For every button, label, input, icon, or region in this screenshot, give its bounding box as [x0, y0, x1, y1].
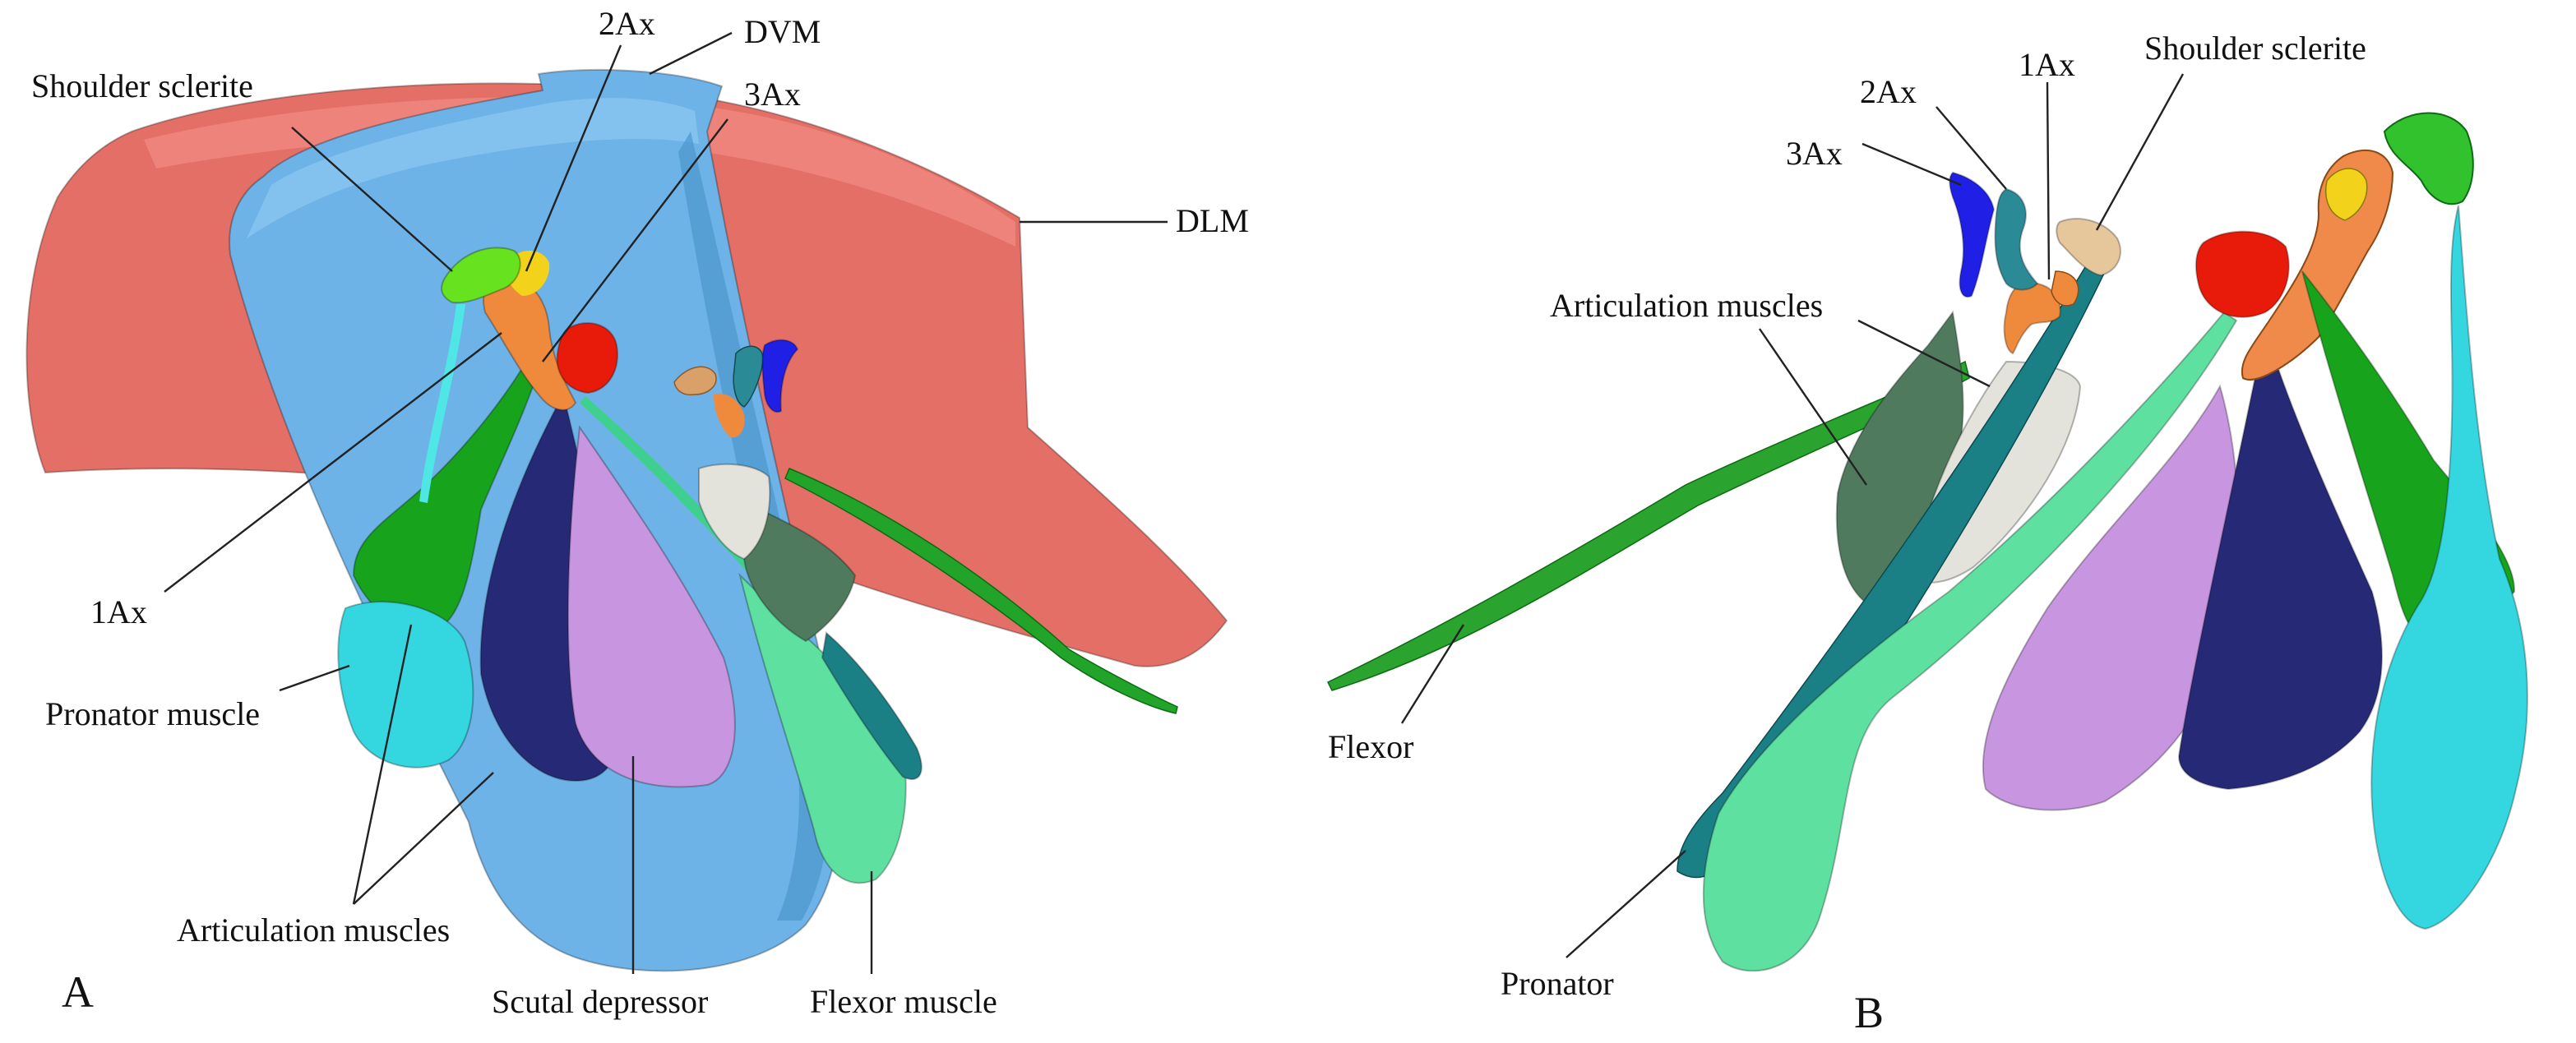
shoulder-sclerite-tendon	[419, 304, 465, 503]
shoulder-sclerite	[441, 247, 521, 304]
label-flexor-muscle-a: Flexor muscle	[810, 983, 997, 1020]
label-dvm-a: DVM	[744, 13, 821, 50]
2ax-sclerite-b	[1994, 187, 2039, 291]
label-shoulder-sclerite-a: Shoulder sclerite	[31, 67, 253, 104]
pronator-muscle	[337, 601, 474, 768]
1ax-sclerite	[483, 277, 577, 411]
leader-2ax-b	[1935, 106, 2007, 190]
yellow-sclerite-b	[2325, 168, 2368, 221]
green-sclerite-b	[2383, 112, 2474, 205]
leader-flexor-b	[1400, 624, 1465, 724]
label-2ax-b: 2Ax	[1860, 73, 1917, 110]
label-pronator-muscle-a: Pronator muscle	[45, 695, 260, 732]
panel-letter-a: A	[62, 967, 94, 1017]
label-articulation-muscles-a: Articulation muscles	[177, 911, 450, 948]
label-articulation-muscles-b: Articulation muscles	[1550, 287, 1823, 324]
shoulder-sclerite-b	[2056, 218, 2121, 277]
scutal-depressor-muscle-b	[2177, 328, 2383, 791]
leader-1ax-b	[2046, 81, 2051, 280]
3ax-sclerite-b	[1949, 171, 1996, 298]
small-sclerite-orange	[714, 393, 745, 438]
label-1ax-b: 1Ax	[2019, 46, 2075, 83]
leader-shoulder-sclerite-a	[291, 127, 453, 272]
panel-b: 3Ax 2Ax 1Ax Shoulder sclerite Articulati…	[1326, 30, 2528, 1037]
pronator-tendon-b	[1676, 254, 2110, 879]
label-2ax-a: 2Ax	[599, 5, 655, 42]
leader-pronator-muscle-a	[279, 664, 350, 692]
label-3ax-a: 3Ax	[744, 76, 801, 113]
3ax-sclerite	[761, 339, 799, 413]
label-dlm-a: DLM	[1176, 202, 1249, 239]
leader-2ax-a	[525, 44, 622, 272]
label-shoulder-sclerite-b: Shoulder sclerite	[2144, 30, 2366, 67]
leader-articulation-muscles-a-2	[353, 772, 494, 905]
small-sclerite-tan	[673, 366, 717, 396]
flexor-thin-muscle-b	[1326, 360, 1970, 691]
label-1ax-a: 1Ax	[90, 593, 147, 630]
leader-articulation-muscles-a-1	[352, 624, 413, 905]
red-sclerite-b	[2194, 230, 2290, 318]
leader-articulation-muscles-b-1	[1759, 328, 1867, 486]
articulation-muscle-gray-green	[742, 508, 857, 643]
small-sclerite-teal	[733, 345, 764, 408]
leader-pronator-b	[1565, 850, 1686, 958]
dvm-upper-face	[247, 98, 699, 238]
label-flexor-b: Flexor	[1328, 728, 1413, 765]
leader-shoulder-sclerite-b	[2095, 73, 2185, 231]
teal-muscle-strip	[821, 631, 923, 781]
label-pronator-b: Pronator	[1501, 965, 1614, 1002]
label-scutal-depressor-a: Scutal depressor	[492, 983, 708, 1020]
leader-3ax-a	[542, 118, 728, 362]
red-sclerite	[556, 321, 618, 395]
panel-letter-b: B	[1854, 988, 1884, 1037]
leader-1ax-a	[164, 332, 502, 593]
articulation-muscle-white	[698, 463, 771, 561]
leader-dvm-a	[649, 31, 733, 76]
1ax-sclerite-upper-b	[2051, 270, 2079, 307]
flexor-thin-muscle	[784, 468, 1178, 714]
lilac-muscle	[567, 425, 736, 788]
label-3ax-b: 3Ax	[1786, 135, 1843, 172]
leader-articulation-muscles-b-2	[1857, 319, 1991, 388]
panel-a: Shoulder sclerite 2Ax DVM 3Ax DLM 1Ax Pr…	[25, 5, 1249, 1020]
leader-3ax-b	[1861, 142, 1962, 187]
pronator-muscle-b	[2370, 205, 2528, 930]
flexor-muscle-b	[1702, 311, 2238, 972]
